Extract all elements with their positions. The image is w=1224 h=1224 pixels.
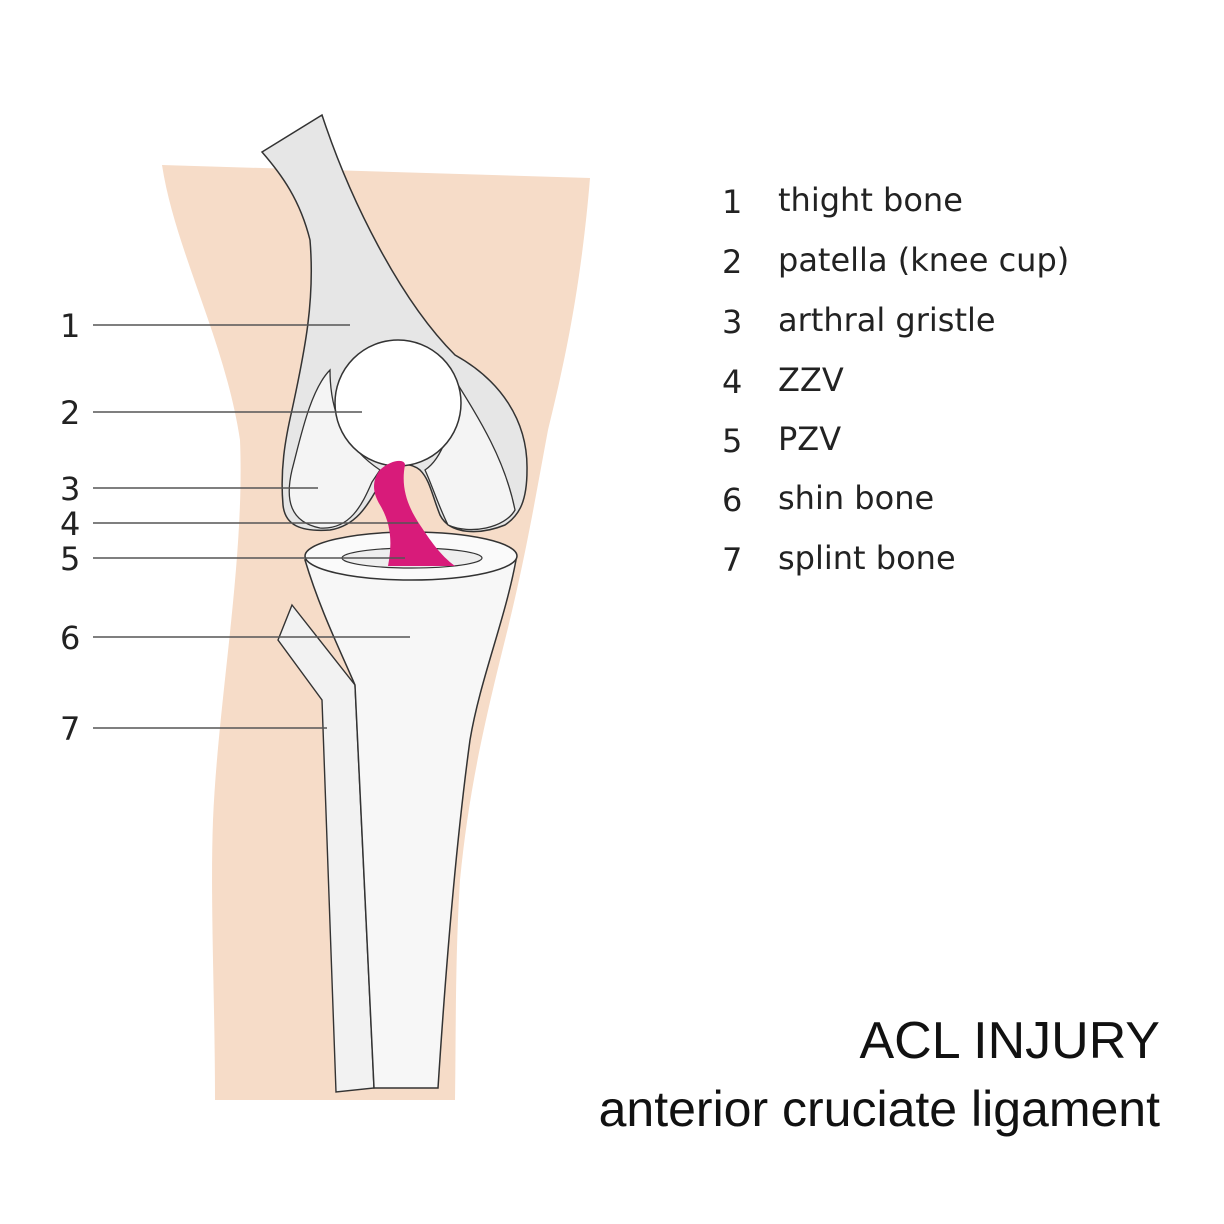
svg-text:2: 2 [722,243,742,281]
svg-text:2: 2 [60,394,80,432]
svg-text:7: 7 [60,710,80,748]
svg-text:arthral gristle: arthral gristle [778,301,996,339]
svg-text:1: 1 [60,307,80,345]
acl-ligament [374,460,455,566]
diagram-subtitle: anterior cruciate ligament [599,1081,1160,1137]
svg-text:7: 7 [722,541,742,579]
legend: 1 thight bone 2 patella (knee cup) 3 arthra… [722,181,1069,579]
svg-text:splint bone: splint bone [778,539,956,577]
svg-text:patella (knee cup): patella (knee cup) [778,241,1069,279]
callout-2: 2 [60,394,362,432]
callout-6: 6 [60,619,410,657]
svg-text:6: 6 [722,481,742,519]
svg-text:4: 4 [60,505,80,543]
condyle-right [424,377,516,531]
diagram-title: ACL INJURY [859,1012,1160,1070]
svg-text:1: 1 [722,183,742,221]
tibia-bone [303,559,517,1089]
callout-1: 1 [60,307,350,345]
callout-3: 3 [60,470,318,508]
svg-text:shin bone: shin bone [778,479,934,517]
svg-text:5: 5 [722,422,742,460]
svg-text:PZV: PZV [778,420,841,458]
svg-text:5: 5 [60,540,80,578]
svg-text:ZZV: ZZV [778,361,844,399]
callout-4: 4 [60,505,418,543]
svg-text:6: 6 [60,619,80,657]
callout-7: 7 [60,710,327,748]
svg-text:3: 3 [722,303,742,341]
callout-5: 5 [60,540,405,578]
svg-text:3: 3 [60,470,80,508]
svg-text:thight bone: thight bone [778,181,963,219]
svg-text:4: 4 [722,363,742,401]
patella-bone [334,339,462,467]
